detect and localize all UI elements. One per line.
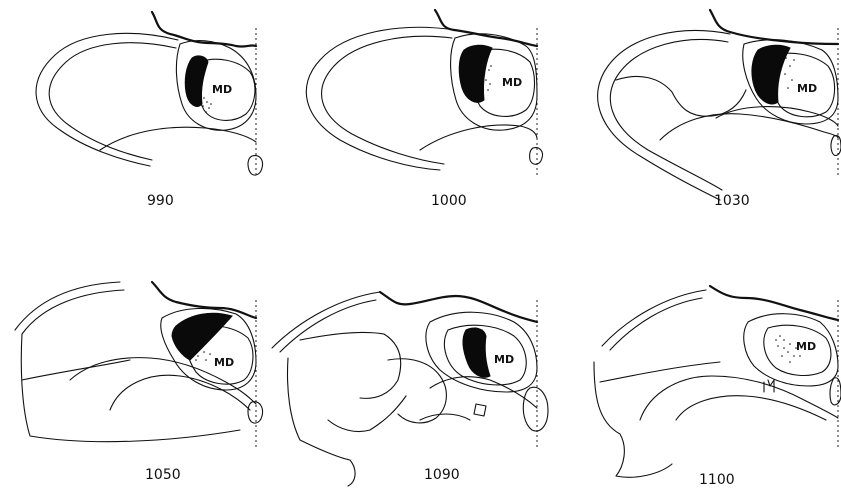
section-1000: MD 1000 <box>306 10 542 209</box>
level-label-990: 990 <box>147 193 174 209</box>
dorsal-border-1090 <box>380 292 537 322</box>
dorsal-border-990 <box>152 12 256 47</box>
inner-arc-1030 <box>610 40 728 190</box>
inner-arc-1090 <box>280 300 376 352</box>
dorsal-border-1100 <box>710 286 838 320</box>
cortex-boundary-1050 <box>21 334 240 442</box>
ventricle-1050 <box>248 402 263 423</box>
region-c-1090 <box>388 359 446 423</box>
ventricle-1030 <box>831 136 841 156</box>
md-label-1030: MD <box>797 82 817 95</box>
lesion-990 <box>185 56 208 106</box>
ventricle-990 <box>248 156 263 175</box>
lesion-1090 <box>463 328 490 377</box>
region-e-1090 <box>420 414 470 420</box>
outer-arc-1100 <box>602 290 706 346</box>
region-a-1050 <box>22 360 130 380</box>
lesion-1030 <box>752 45 790 104</box>
thalamus-outline-1100 <box>744 314 838 386</box>
inner-arc-1050 <box>22 290 124 334</box>
level-label-1090: 1090 <box>424 467 460 483</box>
dorsal-border-1050 <box>152 282 256 318</box>
section-1030: MD 1030 <box>598 10 841 209</box>
region-b-1030 <box>660 114 838 140</box>
md-label-1050: MD <box>214 356 234 369</box>
ventricle-1090 <box>523 387 548 431</box>
level-label-1050: 1050 <box>145 467 181 483</box>
inner-arc-1000 <box>322 36 452 164</box>
region-a-1090 <box>300 332 401 398</box>
section-1090: MD 1090 <box>272 292 548 486</box>
ventral-region-1000 <box>420 125 537 150</box>
cortex-boundary-1090 <box>288 358 356 486</box>
level-label-1030: 1030 <box>714 193 750 209</box>
dorsal-border-1030 <box>710 10 838 44</box>
small-marker-1090 <box>474 404 486 416</box>
md-label-1100: MD <box>796 340 816 353</box>
section-990: MD 990 <box>36 12 262 209</box>
ventral-region-990 <box>100 127 256 150</box>
cortex-boundary-1100 <box>594 362 672 477</box>
dorsal-border-1000 <box>435 10 537 46</box>
region-c-1050 <box>110 375 250 410</box>
region-b-1090 <box>328 396 406 432</box>
ventricle-1100 <box>830 378 841 405</box>
md-label-990: MD <box>212 83 232 96</box>
section-1050: MD 1050 <box>15 282 263 483</box>
level-label-1000: 1000 <box>431 193 467 209</box>
region-a-1030 <box>616 76 746 116</box>
section-1100: MD 1100 <box>594 286 841 488</box>
ventricle-1000 <box>530 148 543 165</box>
md-label-1090: MD <box>494 353 514 366</box>
outer-arc-1000 <box>306 27 455 170</box>
outer-arc-1090 <box>272 292 380 348</box>
stipple-990 <box>202 97 212 113</box>
md-label-1000: MD <box>502 76 522 89</box>
region-b-1100 <box>640 376 838 420</box>
stipple-1030 <box>784 57 795 89</box>
outer-arc-1050 <box>15 282 120 330</box>
lesion-1050 <box>172 313 232 360</box>
region-a-1100 <box>600 362 720 382</box>
lesion-1000 <box>459 45 492 102</box>
level-label-1100: 1100 <box>699 472 735 488</box>
